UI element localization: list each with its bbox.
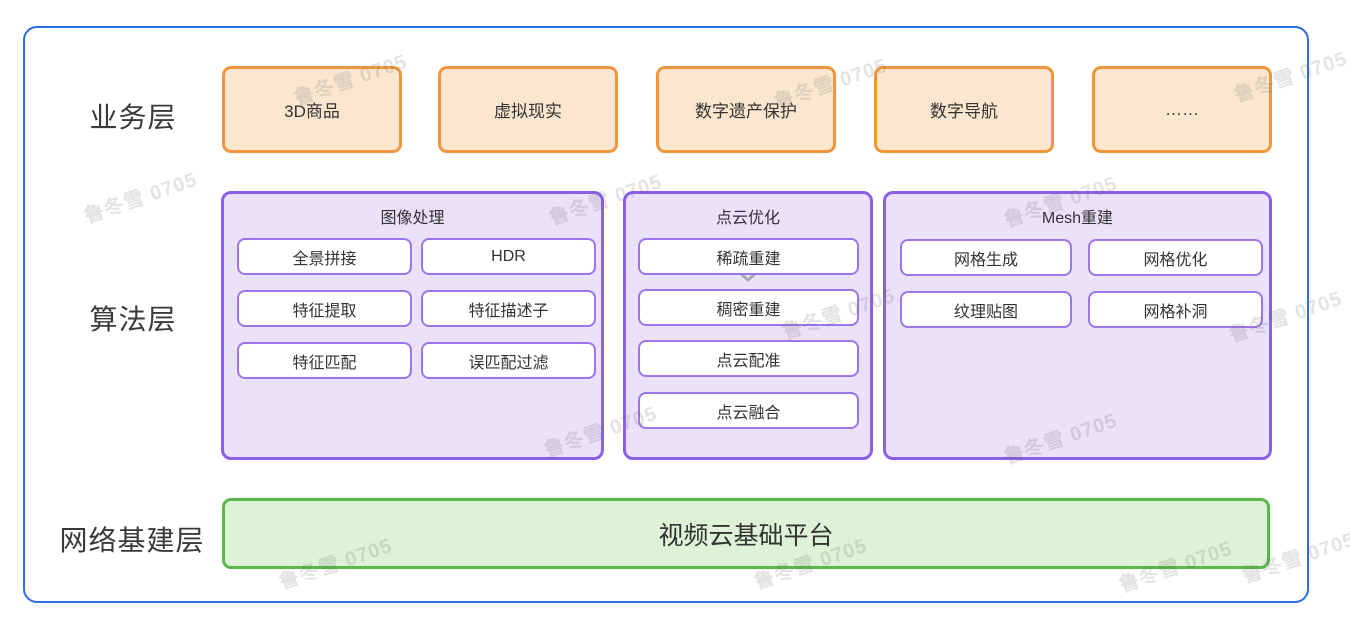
group-title-mesh: Mesh重建: [1041, 210, 1114, 227]
algo-item-feature-matching: 特征匹配: [237, 342, 412, 379]
algo-item-texture-mapping: 纹理贴图: [900, 291, 1072, 328]
algo-item-hdr: HDR: [421, 238, 596, 275]
business-box-ellipsis: ……: [1092, 66, 1272, 153]
algo-item-feature-descriptor: 特征描述子: [421, 290, 596, 327]
algo-item-point-cloud-fusion: 点云融合: [638, 392, 859, 429]
group-title-point-cloud: 点云优化: [715, 210, 780, 227]
business-box-virtual-reality: 虚拟现实: [438, 66, 618, 153]
algo-item-mesh-generation: 网格生成: [900, 239, 1072, 276]
algo-item-sparse-reconstruction: 稀疏重建: [638, 238, 859, 275]
layer-label-business: 业务层: [89, 102, 177, 133]
group-title-image-processing: 图像处理: [380, 210, 445, 227]
algorithm-group-mesh: Mesh重建 网格生成 网格优化 纹理贴图 网格补洞: [883, 191, 1272, 460]
layer-label-infrastructure: 网络基建层: [59, 525, 205, 556]
algo-item-mismatch-filtering: 误匹配过滤: [421, 342, 596, 379]
algo-item-feature-extraction: 特征提取: [237, 290, 412, 327]
algo-item-panorama-stitching: 全景拼接: [237, 238, 412, 275]
algo-item-point-cloud-registration: 点云配准: [638, 340, 859, 377]
algo-item-mesh-hole-filling: 网格补洞: [1088, 291, 1263, 328]
layer-label-algorithm: 算法层: [89, 304, 177, 335]
business-box-digital-navigation: 数字导航: [874, 66, 1054, 153]
algorithm-group-image-processing: 图像处理 全景拼接 HDR 特征提取 特征描述子 特征匹配 误匹配过滤: [221, 191, 604, 460]
algo-item-mesh-optimization: 网格优化: [1088, 239, 1263, 276]
algorithm-group-point-cloud: 点云优化 稀疏重建 稠密重建 点云配准 点云融合: [623, 191, 873, 460]
business-box-digital-heritage: 数字遗产保护: [656, 66, 836, 153]
chevron-down-icon: [738, 270, 758, 282]
business-box-3d-goods: 3D商品: [222, 66, 402, 153]
infrastructure-platform-box: 视频云基础平台: [222, 498, 1270, 569]
algo-item-dense-reconstruction: 稠密重建: [638, 289, 859, 326]
